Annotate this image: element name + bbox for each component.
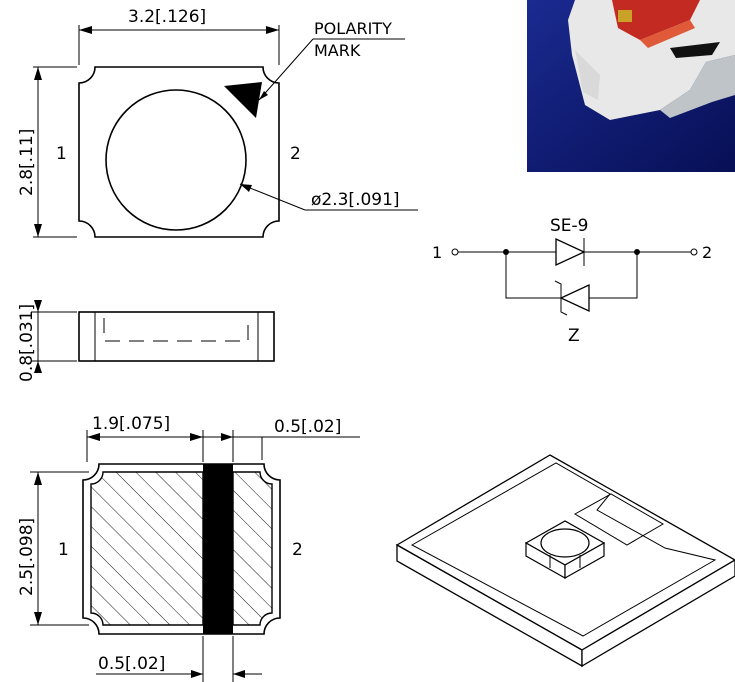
- side-hidden-cavity: [103, 318, 249, 342]
- side-view: 0.8[.031]: [17, 300, 275, 382]
- polarity-mark-triangle: [224, 82, 262, 118]
- side-outline: [78, 311, 275, 362]
- board-side-face: [581, 559, 735, 668]
- schematic-terminal-2: [690, 248, 698, 256]
- pad-1-hatched: [90, 471, 204, 626]
- top-view: POLARITY MARK 3.2[.126] 2.8[.11] 1 2 ø2.…: [17, 7, 418, 238]
- copper-pad-small: [573, 493, 664, 546]
- pad-outline: [82, 463, 281, 635]
- se9-diode-symbol: [555, 237, 586, 267]
- top-width-dimension: 3.2[.126]: [128, 7, 206, 27]
- pad-gap-dimension: 0.5[.02]: [274, 417, 341, 437]
- isometric-board: [395, 454, 735, 668]
- package-outline: [78, 66, 280, 238]
- pad-bottom-dimension: 0.5[.02]: [98, 654, 165, 674]
- diode-label: SE-9: [550, 216, 588, 236]
- polarity-label-line1: POLARITY: [314, 19, 392, 38]
- top-height-dimension: 2.8[.11]: [17, 129, 37, 196]
- zener-label: Z: [568, 326, 580, 346]
- zener-diode-symbol: [559, 283, 590, 313]
- pad-isolation-bar: [203, 464, 233, 634]
- pad-pin-2-label: 2: [292, 540, 303, 560]
- pad-layout: 1.9[.075] 0.5[.02] 2.5[.098] 1 2 0.5[.02…: [17, 414, 360, 682]
- lens-circle: [105, 89, 247, 231]
- schematic: SE-9 Z 1 2: [432, 216, 712, 346]
- product-photo: [527, 0, 735, 172]
- schematic-pin-1-label: 1: [432, 243, 442, 262]
- copper-pad-large: [410, 462, 717, 637]
- top-pin-2-label: 2: [290, 144, 301, 164]
- polarity-label-line2: MARK: [314, 41, 361, 60]
- pad-pin-1-label: 1: [58, 540, 69, 560]
- top-pin-1-label: 1: [56, 144, 67, 164]
- led-lens-iso: [540, 528, 590, 558]
- led-package-side: [564, 541, 605, 580]
- pad-2-hatched: [232, 471, 273, 626]
- schematic-pin-2-label: 2: [702, 243, 712, 262]
- pad-height-dimension: 2.5[.098]: [17, 518, 37, 596]
- side-height-dimension: 0.8[.031]: [17, 304, 37, 382]
- schematic-terminal-1: [451, 248, 459, 256]
- pad-width-dimension: 1.9[.075]: [92, 414, 170, 434]
- lens-diameter-dimension: ø2.3[.091]: [311, 190, 400, 210]
